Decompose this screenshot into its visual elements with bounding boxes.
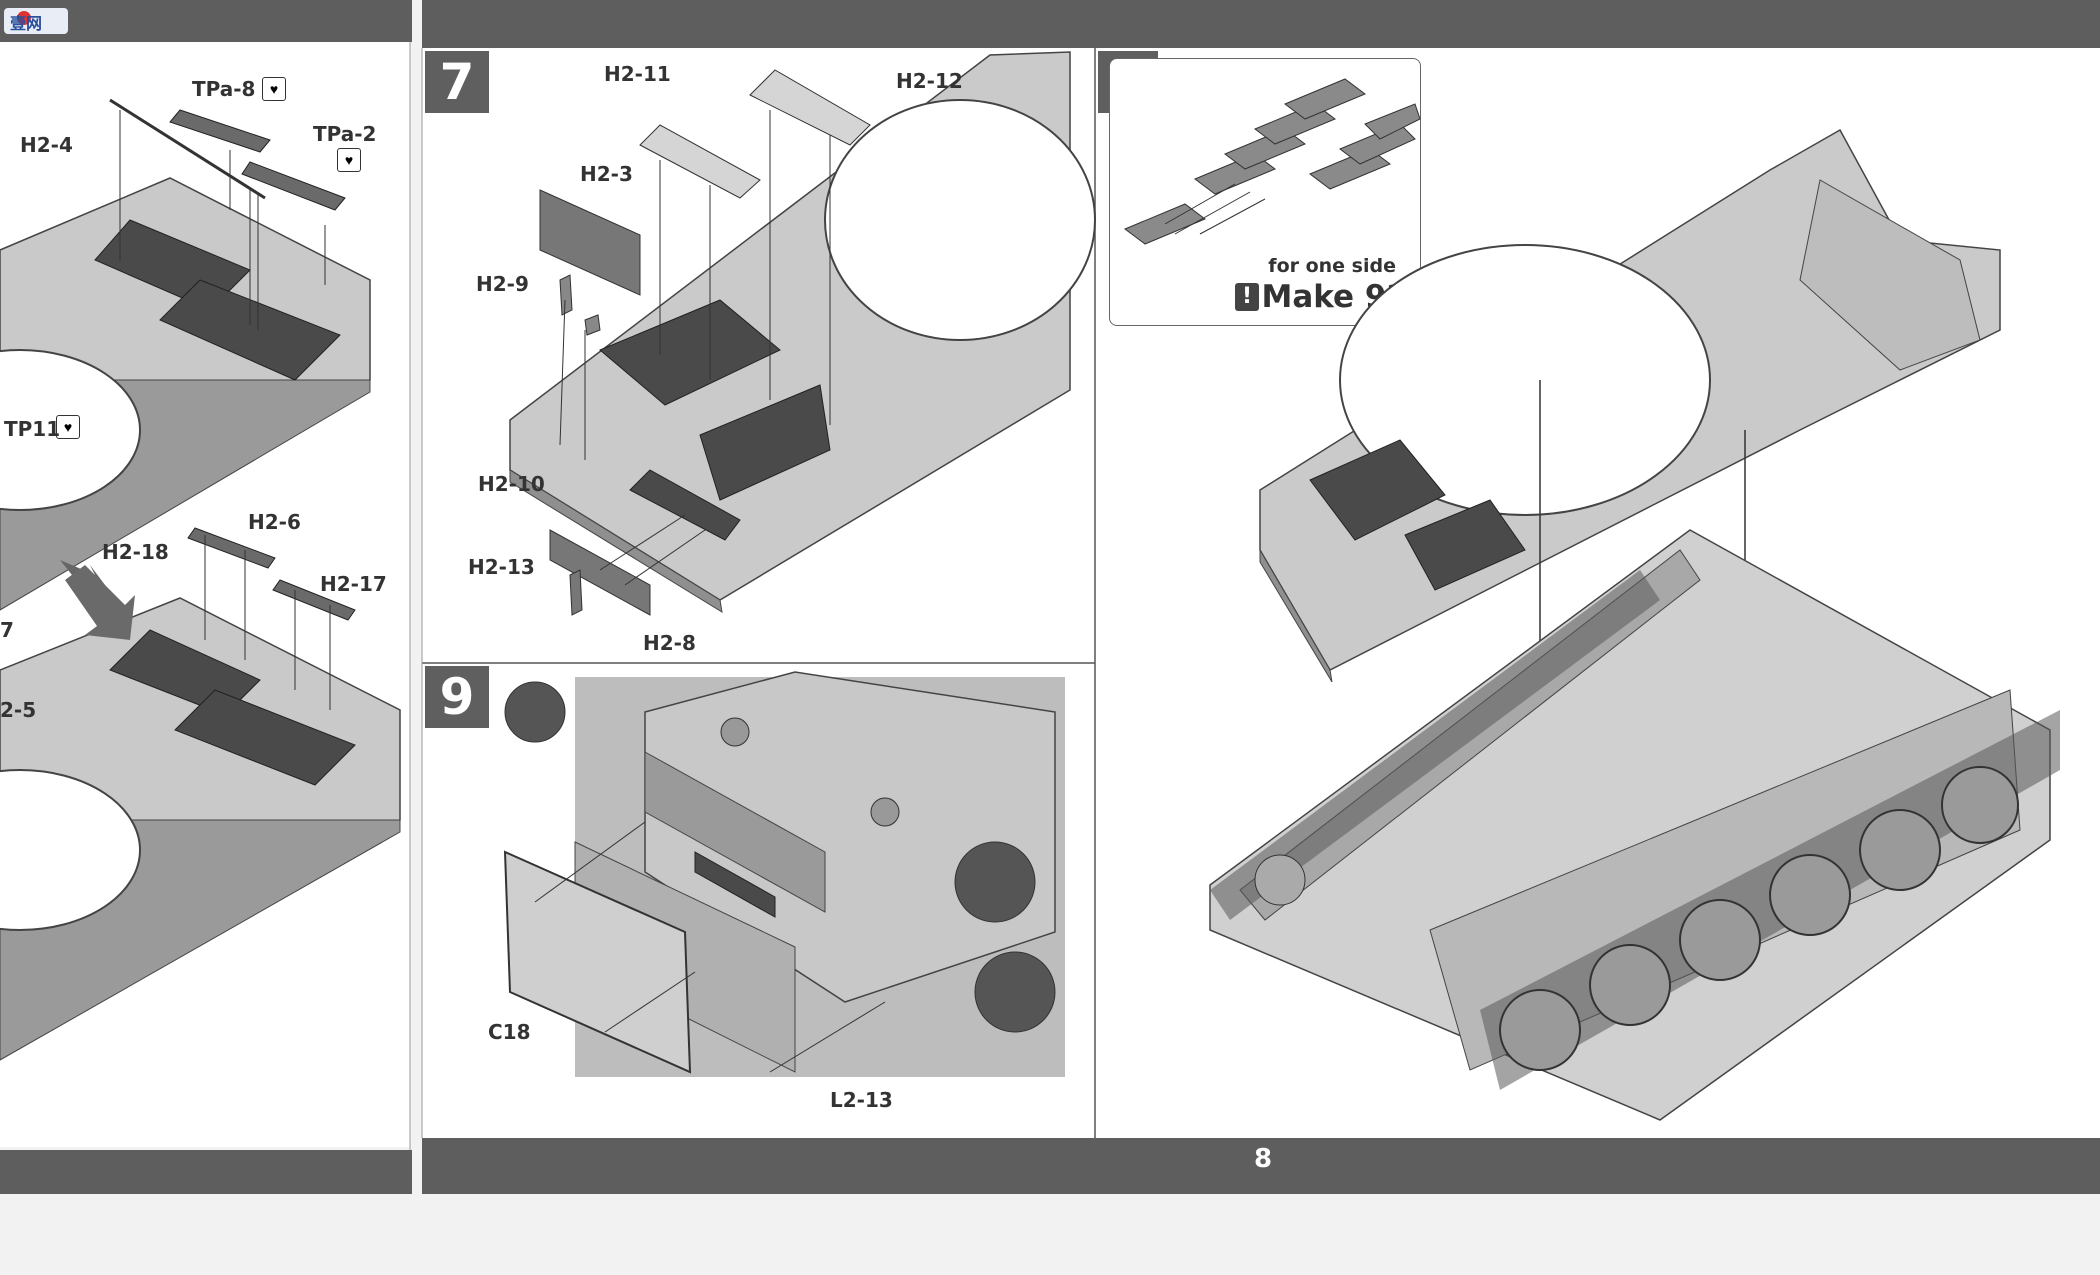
left-page-assembly-upper <box>0 80 410 611</box>
photo-etch-icon-tpa-8: ♥ <box>262 77 286 101</box>
photo-etch-icon-tpa-2: ♥ <box>337 148 361 172</box>
label-h2-8: H2-8 <box>643 631 696 655</box>
left-page-assembly-lower <box>0 510 410 1061</box>
label-h2-17: H2-17 <box>320 572 387 596</box>
label-tp11: TP11 <box>4 417 61 441</box>
step-8-track-callout: for one side ! Make 92 <box>1109 58 1421 326</box>
logo-icon <box>4 8 68 34</box>
right-page-bottom-band <box>422 1138 2100 1194</box>
site-logo: 壹网 <box>4 6 68 36</box>
label-tpa-8: TPa-8 <box>192 77 256 101</box>
left-page-top-band <box>0 0 412 42</box>
label-cut-7: 7 <box>0 618 14 642</box>
page-number: 8 <box>1254 1144 1273 1174</box>
rear-hull-plate-illustration <box>503 671 1065 1077</box>
step-7-number: 7 <box>425 51 489 113</box>
label-h2-11: H2-11 <box>604 62 671 86</box>
direction-arrow-icon <box>65 565 135 640</box>
label-h2-9: H2-9 <box>476 272 529 296</box>
upper-hull-rear-deck-illustration <box>509 51 1096 616</box>
label-l2-13: L2-13 <box>830 1088 893 1112</box>
label-h2-12: H2-12 <box>896 69 963 93</box>
hull-deck-illustration-lower <box>0 527 401 1061</box>
logo-text: 壹网 <box>10 14 43 33</box>
label-h2-18: H2-18 <box>102 540 169 564</box>
step-7-illustration <box>490 50 1096 660</box>
label-cut-2-5: 2-5 <box>0 698 37 722</box>
step-8-illustration <box>1180 128 2090 1135</box>
step-9-number: 9 <box>425 666 489 728</box>
label-h2-10: H2-10 <box>478 472 545 496</box>
label-h2-3: H2-3 <box>580 162 633 186</box>
label-c18: C18 <box>488 1020 531 1044</box>
hull-with-tracks-illustration <box>1209 128 2060 1121</box>
warning-icon: ! <box>1235 283 1259 311</box>
photo-etch-icon-tp11: ♥ <box>56 415 80 439</box>
label-h2-6: H2-6 <box>248 510 301 534</box>
label-tpa-2: TPa-2 <box>313 122 377 146</box>
hull-deck-illustration-upper <box>0 98 371 611</box>
callout-note: for one side <box>1268 255 1396 277</box>
label-h2-4: H2-4 <box>20 133 73 157</box>
right-page-top-band <box>422 0 2100 48</box>
track-links-illustration <box>1124 78 1421 245</box>
label-h2-13: H2-13 <box>468 555 535 579</box>
step-9-illustration <box>495 671 1090 1132</box>
left-page-bottom-band <box>0 1150 412 1194</box>
